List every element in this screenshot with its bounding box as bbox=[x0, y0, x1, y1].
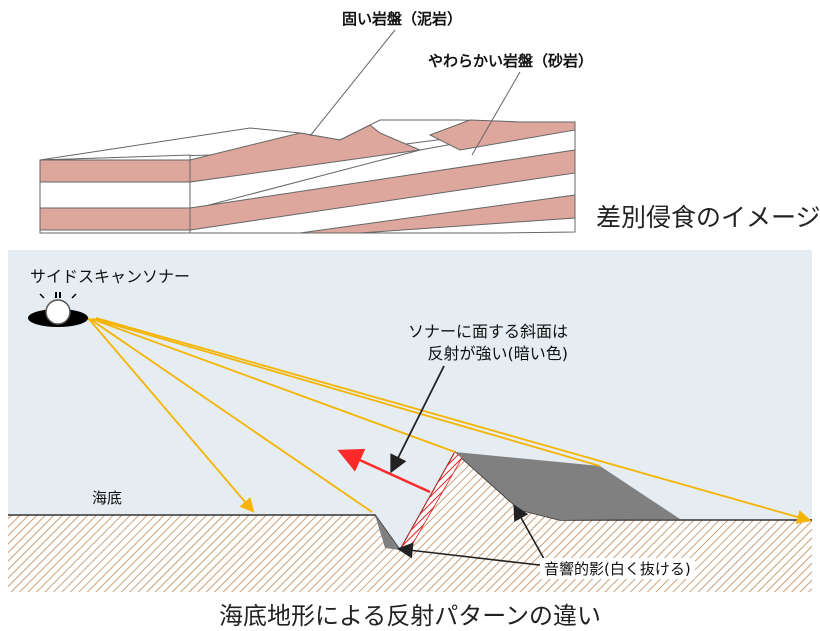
shadow-pointer-arrow-left bbox=[396, 542, 549, 567]
label-hard-rock: 固い岩盤（泥岩） bbox=[342, 10, 463, 28]
sonar-beams bbox=[87, 317, 812, 524]
acoustic-shadow-large bbox=[455, 452, 680, 520]
hard-layer-right-4 bbox=[299, 194, 576, 234]
label-acoustic-shadow: 音響的影(白く抜ける) bbox=[540, 558, 695, 579]
caption-differential-erosion: 差別侵食のイメージ bbox=[596, 203, 820, 232]
label-soft-rock: やわらかい岩盤（砂岩） bbox=[428, 52, 594, 70]
label-facing-slope: ソナーに面する斜面は 反射が強い(暗い色) bbox=[408, 321, 568, 365]
label-facing-slope-line2: 反射が強い(暗い色) bbox=[427, 344, 569, 363]
slope-pointer-arrow bbox=[390, 365, 445, 474]
differential-erosion-diagram bbox=[39, 29, 576, 234]
hard-layer-right-2 bbox=[189, 149, 576, 231]
hard-layer-right-3 bbox=[428, 119, 576, 151]
leader-soft bbox=[471, 71, 521, 156]
reflection-arrow bbox=[337, 448, 431, 494]
label-side-scan-sonar: サイドスキャンソナー bbox=[30, 267, 191, 286]
shadow-pointer-arrow-right bbox=[513, 504, 549, 567]
label-seafloor: 海底 bbox=[92, 489, 123, 507]
leader-hard bbox=[309, 29, 396, 137]
seabed bbox=[8, 452, 812, 592]
sonar-device-icon bbox=[28, 292, 88, 327]
acoustic-shadow-small bbox=[375, 515, 400, 550]
label-facing-slope-line1: ソナーに面する斜面は bbox=[408, 322, 569, 341]
hard-layer-front-2 bbox=[39, 207, 191, 231]
caption-reflection-pattern: 海底地形による反射パターンの違い bbox=[218, 602, 602, 630]
hard-layer-right-1 bbox=[189, 124, 422, 183]
hard-layer-front-1 bbox=[39, 159, 191, 183]
